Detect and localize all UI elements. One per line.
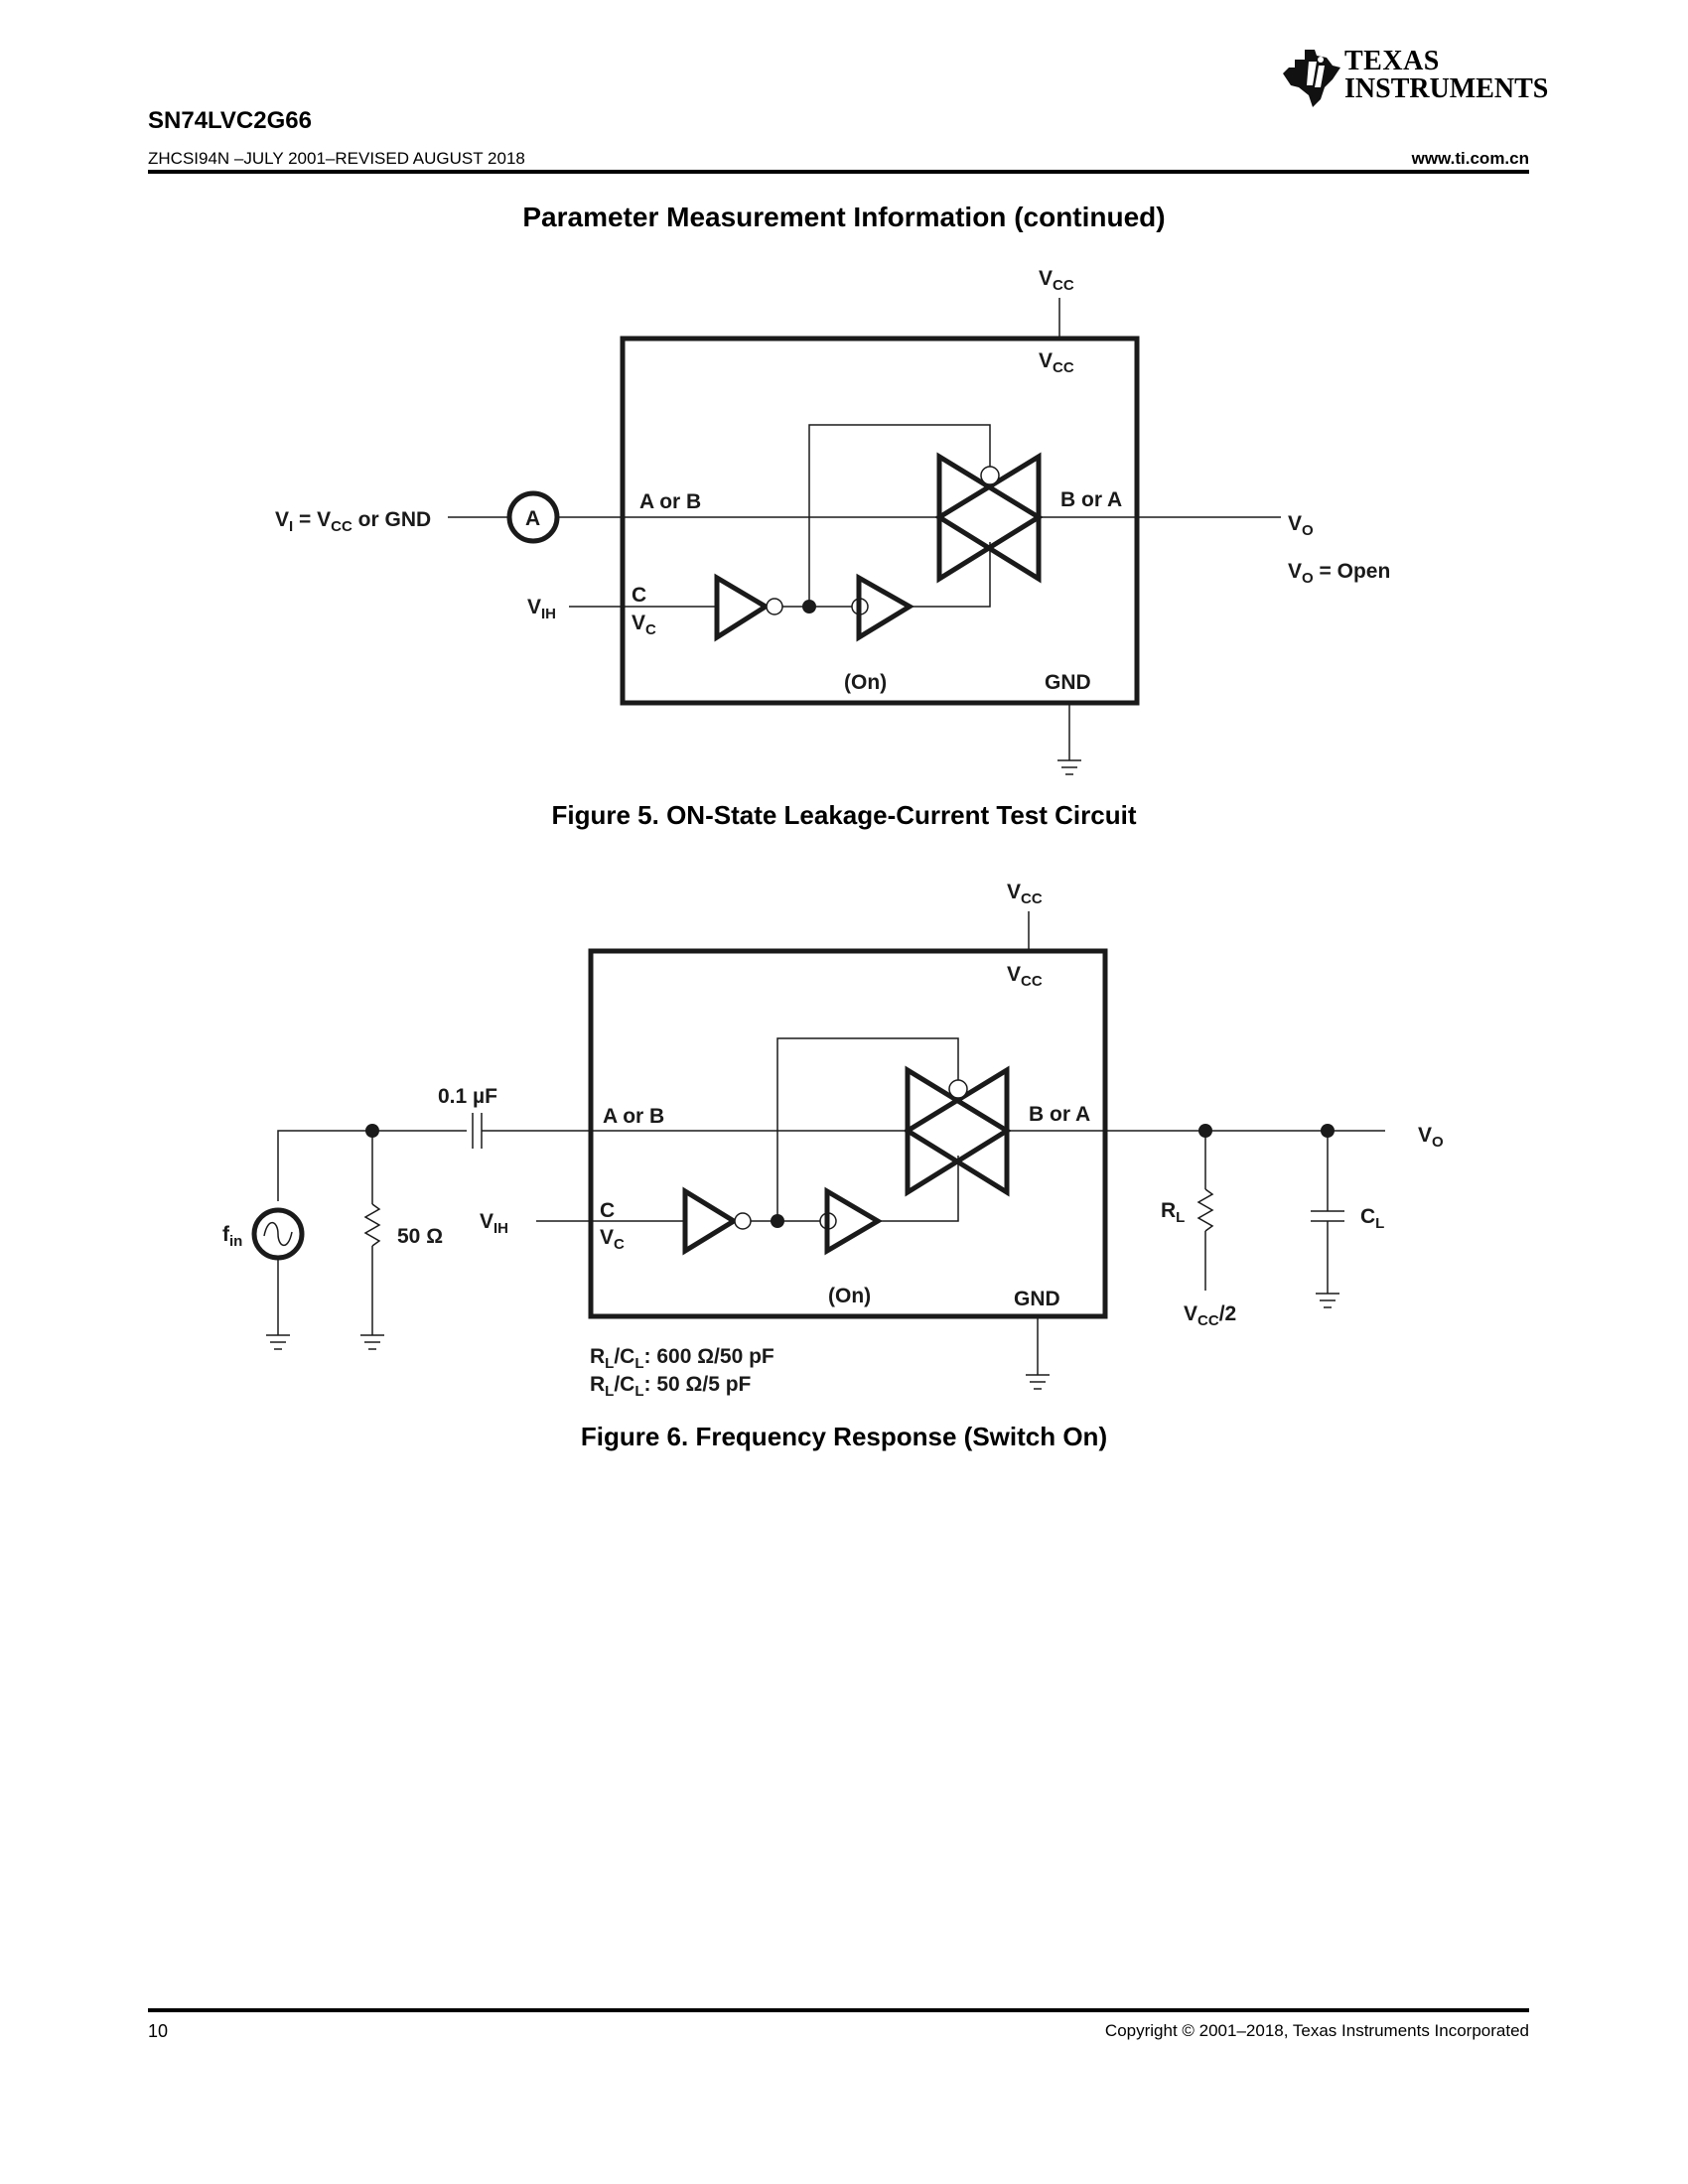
fig6-vcc2-label: VCC/2 [1184, 1302, 1236, 1329]
fig6-gate-bubble [948, 1079, 968, 1099]
fig6-rl-resistor [1196, 1188, 1214, 1232]
fig5-input-label: VI = VCC or GND [275, 508, 431, 535]
fig6-buffer [824, 1186, 883, 1256]
website-link[interactable]: www.ti.com.cn [1411, 149, 1529, 168]
fig5-a-or-b-label: A or B [639, 490, 701, 513]
fig6-vcc-ext-label: VCC [1007, 881, 1043, 907]
fig5-vih-label: VIH [527, 596, 556, 622]
footer-rule [148, 2008, 1529, 2012]
document-info: ZHCSI94N –JULY 2001–REVISED AUGUST 2018 [148, 149, 525, 168]
fig5-buffer [856, 573, 914, 642]
fig6-cl-label: CL [1360, 1205, 1384, 1232]
fig6-inverter-bubble [734, 1212, 752, 1230]
fig5-vo-open-label: VO = Open [1288, 560, 1390, 587]
fig5-vc-label: VC [632, 612, 656, 638]
part-number: SN74LVC2G66 [148, 107, 312, 134]
fig5-on-label: (On) [844, 671, 887, 694]
page-number: 10 [148, 2021, 169, 2041]
logo-line2: INSTRUMENTS [1344, 73, 1549, 104]
ti-state-logo-icon [1283, 50, 1340, 107]
figure5-caption: Figure 5. ON-State Leakage-Current Test … [551, 800, 1137, 830]
figure6-caption: Figure 6. Frequency Response (Switch On) [580, 1422, 1108, 1451]
fig6-a-or-b-label: A or B [603, 1105, 664, 1128]
fig5-ammeter [506, 490, 560, 544]
fig5-inverter [714, 573, 771, 642]
fig6-load-note-1: RL/CL: 600 Ω/50 pF [590, 1345, 774, 1372]
fig6-gnd-label: GND [1014, 1288, 1060, 1310]
fig6-fin-label: fin [222, 1223, 242, 1250]
fig5-b-or-a-label: B or A [1060, 488, 1122, 511]
fig5-transmission-gate [934, 452, 1044, 584]
fig5-vo-label: VO [1288, 512, 1314, 539]
fig6-cap-label: 0.1 µF [438, 1085, 497, 1108]
copyright: Copyright © 2001–2018, Texas Instruments… [1104, 2021, 1529, 2040]
fig6-transmission-gate [903, 1065, 1012, 1197]
fig6-ground-icon-source [266, 1334, 290, 1350]
fig6-sine-glyph [263, 1221, 293, 1247]
ti-logo: TEXAS INSTRUMENTS [1281, 46, 1548, 113]
fig5-ammeter-label: A [525, 507, 540, 530]
fig5-gnd-label: GND [1045, 671, 1091, 694]
fig6-ground-icon-resistor [360, 1334, 384, 1350]
fig6-source-wire [277, 1130, 467, 1201]
fig5-c-label: C [632, 584, 646, 607]
fig6-ground-icon-cl [1316, 1293, 1339, 1308]
fig6-vih-label: VIH [480, 1210, 508, 1237]
fig5-vcc-ext-label: VCC [1039, 267, 1074, 294]
fig6-vcc-int-label: VCC [1007, 963, 1043, 990]
section-title: Parameter Measurement Information (conti… [522, 202, 1166, 232]
fig5-ic-box [620, 336, 1140, 706]
fig5-vcc-int-label: VCC [1039, 349, 1074, 376]
fig6-rl-label: RL [1161, 1199, 1185, 1226]
fig6-inverter [682, 1186, 739, 1256]
fig6-load-note-2: RL/CL: 50 Ω/5 pF [590, 1373, 752, 1400]
ti-wordmark: TEXAS INSTRUMENTS [1344, 48, 1548, 103]
fig6-vc-label: VC [600, 1226, 625, 1253]
fig6-50ohm-label: 50 Ω [397, 1225, 443, 1248]
fig5-ground-icon [1057, 759, 1081, 775]
header-rule [148, 170, 1529, 174]
fig6-ground-icon-ic [1026, 1374, 1050, 1390]
fig6-50ohm-resistor [363, 1203, 381, 1247]
fig6-c-label: C [600, 1199, 615, 1222]
fig6-b-or-a-label: B or A [1029, 1103, 1090, 1126]
fig6-on-label: (On) [828, 1285, 871, 1307]
fig5-gate-bubble [980, 466, 1000, 485]
fig6-vo-label: VO [1418, 1124, 1444, 1151]
fig6-ic-box [588, 948, 1108, 1319]
logo-line1: TEXAS [1344, 46, 1440, 76]
